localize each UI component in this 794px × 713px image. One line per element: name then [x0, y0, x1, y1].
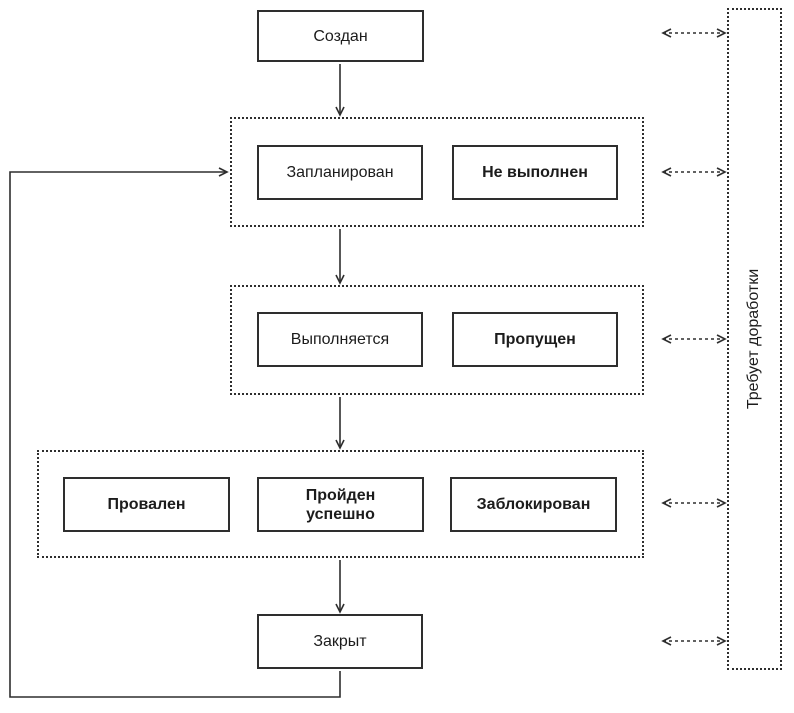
state-label-created: Создан [313, 27, 368, 45]
group-result-stage [37, 450, 644, 558]
group-scheduled-stage [230, 117, 644, 227]
state-box-in-progress: Выполняется [257, 312, 423, 367]
state-box-created: Создан [257, 10, 424, 62]
state-label-scheduled: Запланирован [286, 164, 394, 181]
state-label-passed: Пройден успешно [305, 486, 376, 523]
state-box-blocked: Заблокирован [450, 477, 617, 532]
rework-panel: Требует доработки [727, 8, 782, 670]
state-label-in-progress: Выполняется [290, 331, 390, 348]
group-execution-stage [230, 285, 644, 395]
state-label-failed: Провален [107, 496, 186, 513]
state-box-scheduled: Запланирован [257, 145, 423, 200]
state-box-closed: Закрыт [257, 614, 423, 669]
state-box-failed: Провален [63, 477, 230, 532]
state-label-closed: Закрыт [313, 633, 367, 650]
state-box-passed: Пройден успешно [257, 477, 424, 532]
state-label-blocked: Заблокирован [476, 496, 591, 513]
state-box-not-executed: Не выполнен [452, 145, 618, 200]
state-label-not-executed: Не выполнен [482, 164, 588, 181]
rework-panel-label: Требует доработки [745, 268, 763, 410]
feedback-loop-arrow-closed-to-scheduled [9, 167, 341, 698]
state-box-skipped: Пропущен [452, 312, 618, 367]
state-label-skipped: Пропущен [494, 331, 576, 348]
